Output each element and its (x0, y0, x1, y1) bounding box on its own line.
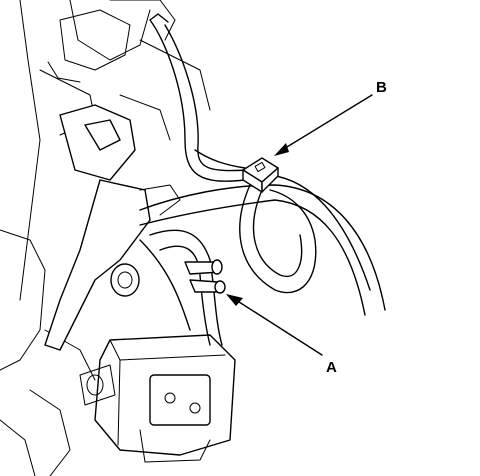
connector-housing (79, 334, 236, 463)
connector-face (149, 374, 211, 426)
callout-leaders (226, 94, 373, 356)
wire-harness (139, 13, 386, 346)
mounting-bracket (44, 104, 181, 351)
callout-label-a: A (326, 359, 337, 376)
callout-label-b: B (376, 79, 387, 96)
leader-line-a (235, 299, 323, 356)
bolt-head (110, 263, 140, 297)
leader-line-b (281, 94, 373, 151)
cable-tie-b (242, 157, 279, 193)
arrowhead-b (274, 143, 289, 156)
clip-a (184, 259, 226, 294)
arrowhead-a (226, 294, 243, 306)
